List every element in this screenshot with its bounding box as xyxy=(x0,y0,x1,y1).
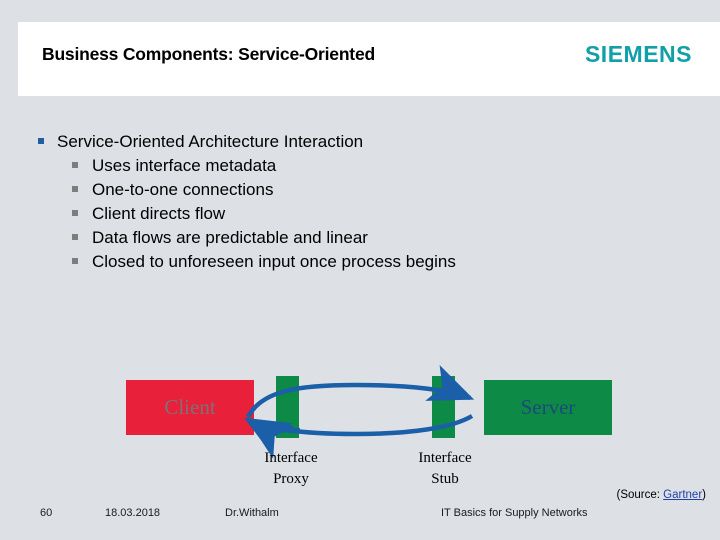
server-label: Server xyxy=(520,395,576,419)
interface-proxy-caption-line2: Proxy xyxy=(273,471,309,487)
footer-topic: IT Basics for Supply Networks xyxy=(441,507,588,519)
square-bullet-icon xyxy=(72,210,78,216)
interface-proxy-caption-line1: Interface xyxy=(264,450,318,466)
source-note: (Source: Gartner) xyxy=(616,489,706,501)
server-box: Server xyxy=(484,380,612,435)
interface-stub-bar xyxy=(432,376,455,438)
bullet-item-2: One-to-one connections xyxy=(72,178,658,202)
footer-author: Dr.Withalm xyxy=(225,507,279,519)
interface-proxy-bar xyxy=(276,376,299,438)
bullet-text: Client directs flow xyxy=(92,204,226,223)
bullet-text: Service-Oriented Architecture Interactio… xyxy=(57,132,364,151)
client-box: Client xyxy=(126,380,254,435)
interface-stub-caption: Interface Stub xyxy=(370,448,520,490)
page-title: Business Components: Service-Oriented xyxy=(42,44,375,64)
source-suffix: ) xyxy=(702,489,706,501)
interface-stub-caption-line1: Interface xyxy=(418,450,472,466)
siemens-logo: SIEMENS xyxy=(584,41,692,67)
square-bullet-icon xyxy=(72,186,78,192)
interface-proxy-caption: Interface Proxy xyxy=(216,448,366,490)
soa-interaction-diagram: Client Server Interface Proxy Interface … xyxy=(0,360,720,495)
bullet-item-5: Closed to unforeseen input once process … xyxy=(72,250,658,274)
bullet-item-0: Service-Oriented Architecture Interactio… xyxy=(38,130,658,154)
bullet-text: Uses interface metadata xyxy=(92,156,277,175)
bullet-text: One-to-one connections xyxy=(92,180,274,199)
square-bullet-icon xyxy=(38,138,44,144)
source-prefix: (Source: xyxy=(616,489,664,501)
square-bullet-icon xyxy=(72,162,78,168)
square-bullet-icon xyxy=(72,234,78,240)
footer-page-number: 60 xyxy=(40,507,53,519)
slide-footer: 60 18.03.2018 Dr.Withalm IT Basics for S… xyxy=(0,507,720,525)
interface-stub-caption-line2: Stub xyxy=(431,471,459,487)
source-link-gartner[interactable]: Gartner xyxy=(663,489,703,501)
square-bullet-icon xyxy=(72,258,78,264)
bullet-item-1: Uses interface metadata xyxy=(72,154,658,178)
bullet-text: Data flows are predictable and linear xyxy=(92,228,368,247)
bullet-text: Closed to unforeseen input once process … xyxy=(92,252,456,271)
bullet-item-3: Client directs flow xyxy=(72,202,658,226)
bullet-item-4: Data flows are predictable and linear xyxy=(72,226,658,250)
bullet-list: Service-Oriented Architecture Interactio… xyxy=(38,130,658,274)
title-band: Business Components: Service-Oriented SI… xyxy=(18,22,720,96)
footer-date: 18.03.2018 xyxy=(105,507,161,519)
client-label: Client xyxy=(164,395,216,419)
